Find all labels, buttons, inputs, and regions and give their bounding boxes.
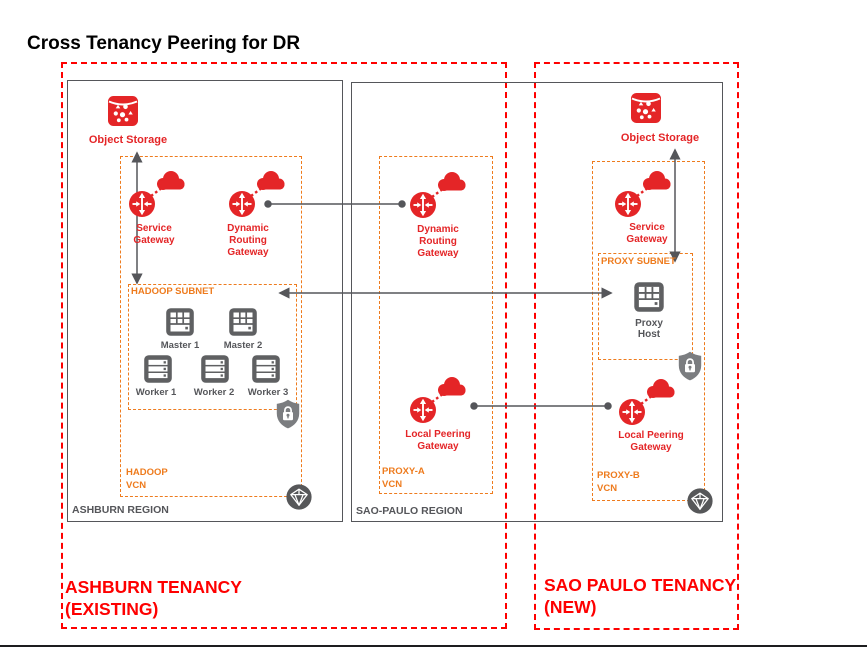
sao-paulo-region-box [351, 82, 723, 522]
diagram-title: Cross Tenancy Peering for DR [27, 33, 301, 54]
master2-label: Master 2 [223, 340, 263, 351]
proxy-b-vcn-box [592, 161, 705, 501]
ashburn-tenancy-boundary [61, 62, 507, 629]
dynamic-routing-gateway-icon [227, 167, 287, 219]
sao-paulo-tenancy-boundary [534, 62, 739, 630]
lpg-proxy-b-label: Local Peering Gateway [618, 430, 684, 453]
drg-ashburn-label: Dynamic Routing Gateway [227, 223, 269, 258]
master1-host-icon [165, 307, 195, 337]
master2-host-icon [228, 307, 258, 337]
proxy-subnet-box [598, 253, 693, 360]
worker2-label: Worker 2 [193, 387, 235, 398]
ashburn-tenancy-label: ASHBURN TENANCY (EXISTING) [65, 577, 242, 619]
object-storage-icon [105, 94, 141, 128]
worker3-label: Worker 3 [247, 387, 289, 398]
sao-paulo-region-label: SAO-PAULO REGION [356, 505, 463, 517]
security-shield-lock-icon [677, 351, 703, 381]
vcn-badge-icon [687, 488, 713, 514]
worker3-host-icon [251, 354, 281, 384]
dynamic-routing-gateway-icon [408, 168, 468, 220]
drg-saopaulo-label: Dynamic Routing Gateway [417, 224, 459, 259]
worker1-label: Worker 1 [135, 387, 177, 398]
service-gateway-icon [127, 167, 187, 219]
service-gateway-icon [613, 167, 673, 219]
sao-paulo-tenancy-label: SAO PAULO TENANCY (NEW) [544, 575, 737, 617]
service-gateway-ashburn-label: Service Gateway [133, 223, 175, 246]
bottom-rule [0, 645, 867, 647]
ashburn-region-label: ASHBURN REGION [72, 504, 169, 516]
ashburn-region-box [67, 80, 343, 522]
worker2-host-icon [200, 354, 230, 384]
worker1-host-icon [143, 354, 173, 384]
hadoop-subnet-box [128, 284, 297, 410]
lpg-proxy-a-label: Local Peering Gateway [405, 429, 471, 452]
local-peering-gateway-icon [617, 375, 677, 427]
object-storage-saopaulo-label: Object Storage [620, 132, 700, 144]
object-storage-ashburn-label: Object Storage [88, 134, 168, 146]
hadoop-vcn-box [120, 156, 302, 497]
hadoop-vcn-label: HADOOP VCN [126, 467, 168, 491]
service-gateway-saopaulo-label: Service Gateway [626, 222, 668, 245]
master1-label: Master 1 [160, 340, 200, 351]
proxy-b-vcn-label: PROXY-B VCN [597, 470, 640, 494]
proxy-a-vcn-label: PROXY-A VCN [382, 466, 425, 490]
object-storage-icon [628, 91, 664, 125]
proxy-a-vcn-box [379, 156, 493, 494]
hadoop-subnet-label: HADOOP SUBNET [131, 286, 215, 297]
local-peering-gateway-icon [408, 373, 468, 425]
vcn-badge-icon [286, 484, 312, 510]
proxy-host-label: Proxy Host [635, 318, 663, 340]
security-shield-lock-icon [275, 399, 301, 429]
proxy-subnet-label: PROXY SUBNET [601, 256, 676, 267]
proxy-host-icon [633, 281, 665, 313]
